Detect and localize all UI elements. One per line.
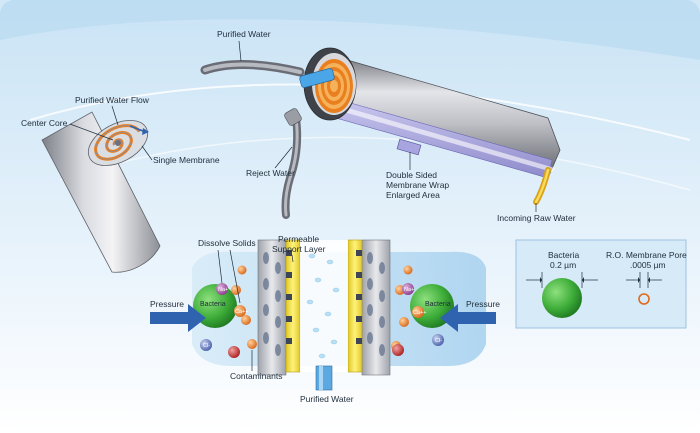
size-comparison-panel: Bacteria 0.2 µm R.O. Membrane Pore .0005… xyxy=(515,239,687,329)
label-permeable-1: Permeable xyxy=(278,234,319,244)
label-bacteria-left: Bacteria xyxy=(200,301,226,308)
label-double-sided-1: Double Sided xyxy=(386,170,437,180)
leader-single-membrane xyxy=(141,145,153,161)
label-incoming-raw-water: Incoming Raw Water xyxy=(497,213,576,223)
label-reject-water: Reject Water xyxy=(246,168,295,178)
label-contaminants: Contaminants xyxy=(230,371,282,381)
ion-ca-left xyxy=(234,305,246,317)
label-dissolve-solids: Dissolve Solids xyxy=(198,238,256,248)
ion-cl-right xyxy=(432,334,444,346)
label-bacteria-size: 0.2 µm xyxy=(550,260,576,270)
bacteria-size-sample xyxy=(542,278,582,318)
ro-membrane-housing xyxy=(200,47,561,219)
label-pressure-left: Pressure xyxy=(150,299,184,309)
pressure-arrow-left xyxy=(150,304,206,332)
contaminant-particle xyxy=(241,315,251,325)
leader-reject-water xyxy=(274,146,293,169)
pressure-arrow-right xyxy=(440,304,496,332)
label-pore-size: .0005 µm xyxy=(630,260,666,270)
label-double-sided-3: Enlarged Area xyxy=(386,190,440,200)
leader-purified-water-flow xyxy=(111,105,119,126)
ion-ca-right xyxy=(412,306,424,318)
leader-dissolve-solids xyxy=(217,249,223,284)
leader-dissolve-solids-2 xyxy=(229,249,241,304)
contaminant-particle xyxy=(247,339,257,349)
background-arc-2 xyxy=(59,136,691,191)
label-double-sided-2: Membrane Wrap xyxy=(386,180,449,190)
leader-center-core xyxy=(69,123,114,141)
label-purified-water-top: Purified Water xyxy=(217,29,271,39)
label-purified-water-flow: Purified Water Flow xyxy=(75,95,150,105)
enlarged-area-window xyxy=(396,138,422,156)
contaminant-particle xyxy=(403,265,413,275)
ion-cl-right-label: Cl- xyxy=(435,338,442,344)
background-swoosh xyxy=(0,0,700,60)
contaminant-particle xyxy=(231,285,241,295)
label-bacteria-title: Bacteria xyxy=(548,250,579,260)
label-pore-title: R.O. Membrane Pore xyxy=(606,250,687,260)
membrane-pore-sample xyxy=(638,293,650,305)
ion-cl-left-label: Cl- xyxy=(203,343,210,349)
ion-cl-left xyxy=(200,339,212,351)
label-pressure-right: Pressure xyxy=(466,299,500,309)
label-purified-water-bottom: Purified Water xyxy=(300,394,354,404)
ion-na-right-label: Na+ xyxy=(404,287,414,293)
ion-red-left xyxy=(228,346,240,358)
ion-red-right xyxy=(392,344,404,356)
label-center-core: Center Core xyxy=(21,118,68,128)
leader-permeable xyxy=(291,254,294,263)
ion-na-left-label: Na+ xyxy=(218,287,228,293)
ion-ca-left-label: Ca++ xyxy=(235,309,248,315)
ion-ca-right-label: Ca++ xyxy=(413,310,426,316)
membrane-cross-section xyxy=(192,239,486,391)
label-bacteria-right: Bacteria xyxy=(425,301,451,308)
leader-purified-water-top xyxy=(238,40,242,62)
contaminant-particle xyxy=(399,317,409,327)
label-permeable-2: Support Layer xyxy=(272,244,326,254)
contaminant-particle xyxy=(237,265,247,275)
label-single-membrane: Single Membrane xyxy=(153,155,220,165)
ion-na-right xyxy=(402,283,414,295)
ion-na-left xyxy=(216,283,228,295)
